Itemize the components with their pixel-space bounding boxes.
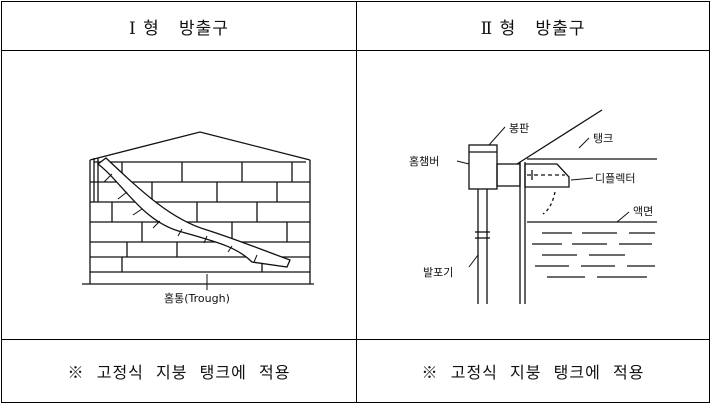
liquid-surface-leader <box>616 211 630 223</box>
tank-label: 탱크 <box>593 132 613 145</box>
footer-type1: ※ 고정식 지붕 탱크에 적용 <box>67 362 291 382</box>
figure-type2-cell: 봉판 탱크 홈챔버 디플렉터 액면 발포기 <box>356 50 710 340</box>
seal-plate-leader <box>488 126 506 146</box>
deflector-leader <box>570 177 594 181</box>
header-type2: Ⅱ 형 방출구 <box>480 18 586 39</box>
foam-chamber-label: 홈챔버 <box>409 154 439 168</box>
seal-plate-label: 봉판 <box>509 122 529 135</box>
header-type2-cell: Ⅱ 형 방출구 <box>356 0 710 52</box>
trough <box>96 157 291 268</box>
foam-chamber-leader <box>456 160 470 165</box>
trough-label: 홈통(Trough) <box>164 291 230 305</box>
figure-type1-cell: 홈통(Trough) <box>1 50 357 340</box>
type2-outlet-diagram: 봉판 탱크 홈챔버 디플렉터 액면 발포기 <box>409 109 657 304</box>
footer-type1-cell: ※ 고정식 지붕 탱크에 적용 <box>1 338 357 404</box>
tank-leader <box>578 137 590 149</box>
footer-type2-cell: ※ 고정식 지붕 탱크에 적용 <box>356 338 710 404</box>
foam-pipe-label: 발포기 <box>423 266 453 279</box>
header-type1: Ⅰ 형 방출구 <box>129 18 229 39</box>
deflector <box>524 163 570 188</box>
tank-roof <box>89 131 311 161</box>
tank-roof-line <box>516 109 603 165</box>
liquid-surface-label: 액면 <box>633 205 653 218</box>
type1-outlet-diagram: 홈통(Trough) <box>82 131 314 305</box>
deflector-label: 디플렉터 <box>595 172 635 185</box>
header-type1-cell: Ⅰ 형 방출구 <box>1 0 357 52</box>
footer-type2: ※ 고정식 지붕 탱크에 적용 <box>421 362 645 382</box>
foam-pipe-leader <box>468 254 479 268</box>
